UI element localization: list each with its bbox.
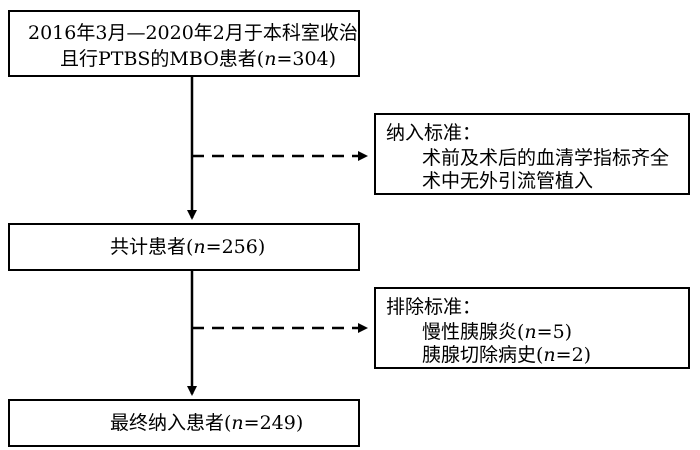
exclusion-item-1: 慢性胰腺炎(n=5) (422, 321, 573, 343)
inclusion-box: 纳入标准： 术前及术后的血清学指标齐全 术中无外引流管植入 (374, 113, 690, 195)
total-text: 共计患者(n=256) (110, 236, 266, 258)
final-text: 最终纳入患者(n=249) (110, 412, 304, 434)
exclusion-title: 排除标准： (386, 296, 482, 318)
exclusion-box: 排除标准： 慢性胰腺炎(n=5) 胰腺切除病史(n=2) (374, 287, 690, 369)
inclusion-title: 纳入标准： (386, 122, 482, 144)
exclusion-item-2: 胰腺切除病史(n=2) (422, 344, 592, 366)
start-line-2: 且行PTBS的MBO患者(n=304) (60, 48, 337, 70)
total-box: 共计患者(n=256) (8, 223, 360, 271)
inclusion-item-1: 术前及术后的血清学指标齐全 (422, 147, 670, 169)
final-box: 最终纳入患者(n=249) (8, 399, 360, 447)
inclusion-item-2: 术中无外引流管植入 (422, 170, 594, 192)
start-box: 2016年3月—2020年2月于本科室收治 且行PTBS的MBO患者(n=304… (8, 10, 360, 77)
start-line-1: 2016年3月—2020年2月于本科室收治 (28, 22, 358, 44)
